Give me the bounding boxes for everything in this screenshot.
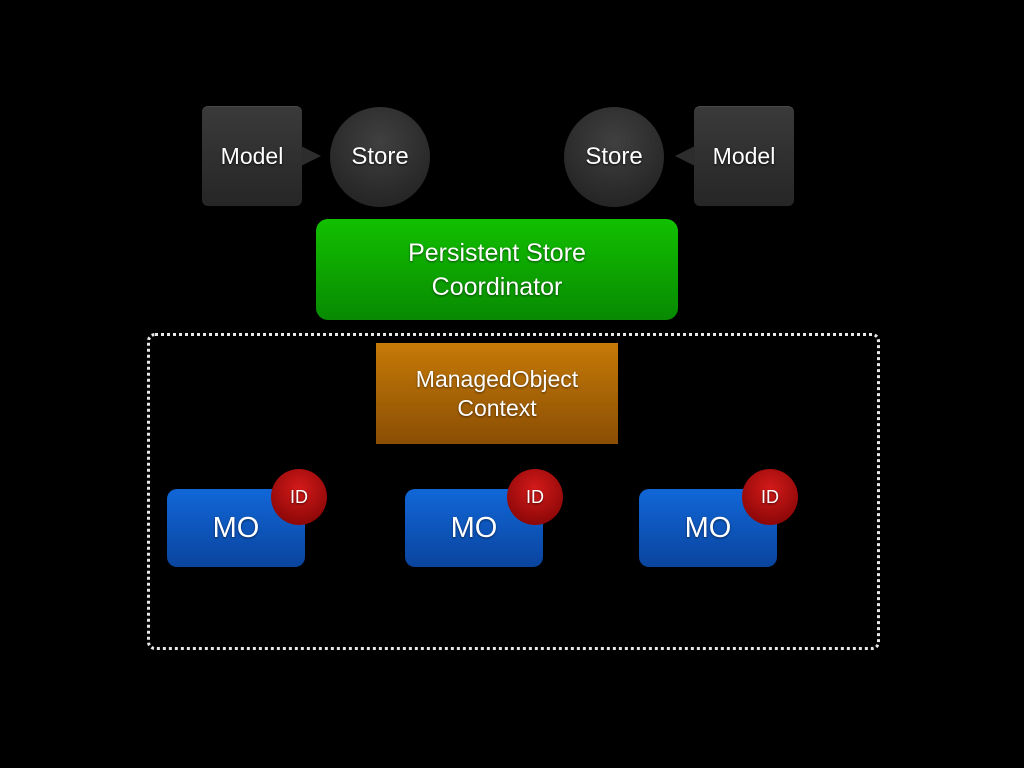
managed-object-label: MO — [684, 511, 732, 544]
left-store-circle: Store — [330, 107, 430, 207]
left-model-label: Model — [220, 142, 284, 169]
managed-object-2: MO — [405, 489, 543, 567]
object-id-badge-2: ID — [507, 469, 563, 525]
coordinator-line1: Persistent Store — [408, 238, 586, 267]
left-store-label: Store — [351, 143, 409, 170]
managed-object-1: MO — [167, 489, 305, 567]
object-id-badge-1: ID — [271, 469, 327, 525]
context-line1: ManagedObject — [415, 365, 579, 392]
context-line2: Context — [457, 394, 537, 421]
right-model-arrow-icon — [675, 146, 695, 166]
object-id-label: ID — [290, 486, 308, 507]
coordinator-line2: Coordinator — [431, 272, 563, 301]
object-id-label: ID — [526, 486, 544, 507]
context-boundary — [147, 333, 880, 650]
right-store-label: Store — [585, 143, 643, 170]
right-model-label: Model — [712, 142, 776, 169]
managed-object-context: ManagedObject Context — [376, 343, 618, 444]
right-store-circle: Store — [564, 107, 664, 207]
object-id-label: ID — [761, 486, 779, 507]
managed-object-label: MO — [212, 511, 260, 544]
object-id-badge-3: ID — [742, 469, 798, 525]
managed-object-label: MO — [450, 511, 498, 544]
left-model-box: Model — [202, 106, 321, 206]
left-model-arrow-icon — [301, 146, 321, 166]
persistent-store-coordinator: Persistent Store Coordinator — [316, 219, 678, 320]
right-model-box: Model — [675, 106, 794, 206]
